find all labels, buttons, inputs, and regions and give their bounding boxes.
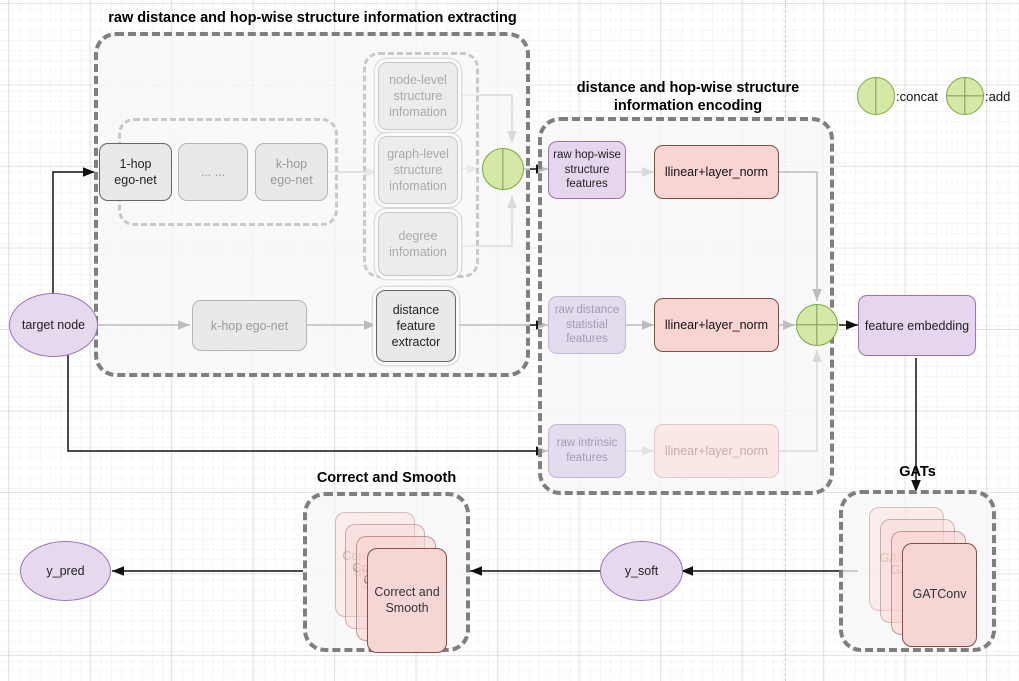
box-llinear-layer-norm-distance[interactable]: llinear+layer_norm [654,298,779,352]
box-distance-feature-extractor[interactable]: distance feature extractor [376,290,456,362]
concat-circle-icon [857,77,895,115]
add-circle-icon [946,77,984,115]
box-k-hop-ego-net[interactable]: k-hop ego-net [192,300,307,351]
box-raw-intrinsic-features[interactable]: raw intrinsic features [548,424,626,478]
stack-card-gatconv-4[interactable]: GATConv [902,543,977,647]
legend-concat: :concat [857,77,938,115]
box-1-hop-ego-net[interactable]: 1-hop ego-net [99,143,172,201]
legend-add-label: :add [985,88,1011,104]
box-raw-distance-statistial-features[interactable]: raw distance statistial features [548,296,626,354]
box-raw-hop-wise-structure-features[interactable]: raw hop-wise structure features [548,141,626,199]
box-ego-net-ellipsis: ... ... [178,143,248,201]
stack-card-cands-4[interactable]: Correct and Smooth [367,548,447,653]
group-gats-label: GATs [899,464,936,480]
legend-add: :add [946,77,1010,115]
ellipse-target-node[interactable]: target node [9,293,98,357]
ellipse-y-pred[interactable]: y_pred [20,541,111,601]
box-feature-embedding[interactable]: feature embedding [858,295,976,356]
box-graph-level-structure-infomation[interactable]: graph-level structure infomation [378,136,458,204]
box-llinear-layer-norm-hop-wise[interactable]: llinear+layer_norm [654,145,779,199]
add-circle-icon [796,304,838,346]
stack-correct-and-smooth[interactable]: Correct and Smooth Correct and Smooth Co… [303,492,470,653]
group-encoding-label: distance and hop-wise structure informat… [576,80,800,114]
legend-concat-label: :concat [896,88,938,104]
ellipse-y-soft[interactable]: y_soft [600,541,683,601]
box-node-level-structure-infomation[interactable]: node-level structure infomation [378,62,458,130]
box-llinear-layer-norm-intrinsic[interactable]: llinear+layer_norm [654,424,779,478]
box-k-hop-ego-net-top[interactable]: k-hop ego-net [255,143,328,201]
group-extracting-label: raw distance and hop-wise structure info… [108,10,517,26]
box-degree-infomation[interactable]: degree infomation [378,212,458,276]
group-correct-and-smooth-label: Correct and Smooth [316,470,457,486]
concat-circle-icon [482,148,524,190]
stack-gats[interactable]: GATConv GATConv GATConv GATConv [839,490,996,652]
